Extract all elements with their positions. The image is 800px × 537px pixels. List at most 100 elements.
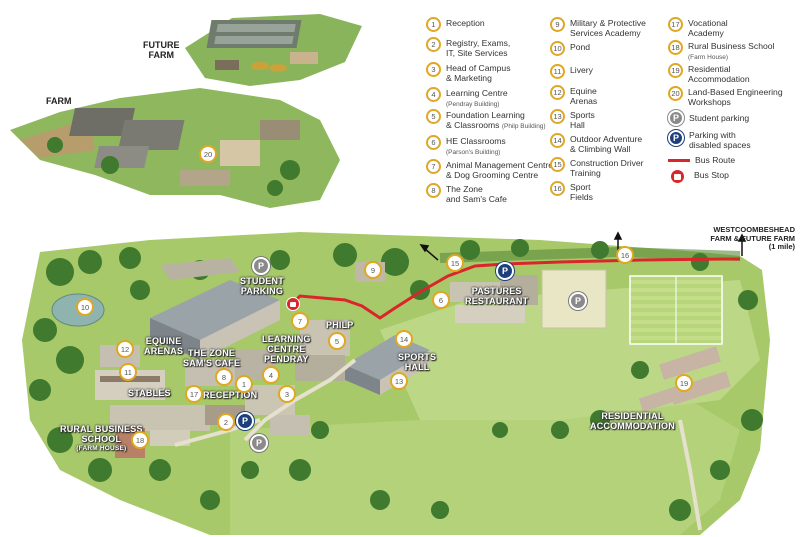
label-equine-arenas: EQUINE ARENAS bbox=[144, 336, 184, 356]
legend-item-registry: 2 Registry, Exams, IT, Site Services bbox=[426, 37, 544, 58]
legend-pin-icon: 11 bbox=[550, 64, 565, 79]
pin-2[interactable]: 2 bbox=[217, 413, 235, 431]
label-stables: STABLES bbox=[128, 388, 171, 398]
legend-item-foundation: 5 Foundation Learning & Classrooms (Phil… bbox=[426, 109, 556, 132]
student-parking-pin[interactable]: P bbox=[252, 257, 270, 275]
legend-pin-icon: 13 bbox=[550, 109, 565, 124]
legend-label: Registry, Exams, IT, Site Services bbox=[446, 38, 511, 58]
label-student-parking: STUDENT PARKING bbox=[240, 276, 284, 296]
legend-label: Foundation Learning & Classrooms bbox=[446, 110, 525, 130]
parking-icon: P bbox=[668, 110, 684, 126]
legend-pin-icon: 15 bbox=[550, 157, 565, 172]
legend-item-livery: 11 Livery bbox=[550, 64, 668, 79]
student-parking-pin[interactable]: P bbox=[569, 292, 587, 310]
legend-item-bus-stop: Bus Stop bbox=[668, 170, 786, 183]
label-philp: PHILP bbox=[326, 320, 354, 330]
label-sports-hall: SPORTS HALL bbox=[398, 352, 437, 372]
legend-pin-icon: 12 bbox=[550, 85, 565, 100]
legend-item-construction-driver: 15 Construction Driver Training bbox=[550, 157, 668, 178]
legend-pin-icon: 16 bbox=[550, 181, 565, 196]
legend-label: Vocational Academy bbox=[688, 18, 728, 38]
legend-item-animal-management: 7 Animal Management Centre & Dog Groomin… bbox=[426, 159, 556, 180]
pin-15[interactable]: 15 bbox=[446, 254, 464, 272]
legend-pin-icon: 5 bbox=[426, 109, 441, 124]
label-the-zone: THE ZONE SAM'S CAFE bbox=[183, 348, 241, 368]
legend-pin-icon: 1 bbox=[426, 17, 441, 32]
legend-sublabel: (Philp Building) bbox=[501, 123, 546, 130]
pin-14[interactable]: 14 bbox=[395, 330, 413, 348]
pin-7[interactable]: 7 bbox=[291, 312, 309, 330]
legend-item-vocational: 17 Vocational Academy bbox=[668, 17, 786, 38]
pin-12[interactable]: 12 bbox=[116, 340, 134, 358]
legend-pin-icon: 9 bbox=[550, 17, 565, 32]
legend-item-military: 9 Military & Protective Services Academy bbox=[550, 17, 668, 38]
legend-sublabel: (Farm House) bbox=[688, 54, 729, 61]
bus-stop-icon bbox=[671, 170, 684, 183]
label-rural-business-text: RURAL BUSINESS SCHOOL bbox=[60, 424, 143, 444]
legend-label: Equine Arenas bbox=[570, 86, 598, 106]
legend-label: Livery bbox=[570, 65, 593, 75]
legend-pin-icon: 3 bbox=[426, 62, 441, 77]
legend-label: Bus Route bbox=[695, 155, 736, 165]
pin-10[interactable]: 10 bbox=[76, 298, 94, 316]
legend-label: Land-Based Engineering Workshops bbox=[688, 87, 783, 107]
legend-sublabel: (Parson's Building) bbox=[446, 149, 501, 156]
pin-9[interactable]: 9 bbox=[364, 261, 382, 279]
label-rural-business-sub: (FARM HOUSE) bbox=[76, 445, 127, 452]
legend-label: Parking with disabled spaces bbox=[689, 130, 751, 150]
legend-item-bus-route: Bus Route bbox=[668, 155, 786, 165]
bus-stop-pin[interactable] bbox=[286, 297, 300, 311]
legend-item-residential: 19 Residential Accommodation bbox=[668, 63, 786, 84]
label-reception: RECEPTION bbox=[203, 390, 258, 400]
legend-item-he-classrooms: 6 HE Classrooms (Parson's Building) bbox=[426, 135, 544, 158]
pin-16[interactable]: 16 bbox=[616, 246, 634, 264]
legend-label: Learning Centre bbox=[446, 88, 508, 98]
label-rural-business-school: RURAL BUSINESS SCHOOL (FARM HOUSE) bbox=[60, 414, 143, 464]
farm-label: FARM bbox=[46, 96, 72, 106]
legend-label: The Zone and Sam's Cafe bbox=[446, 184, 507, 204]
farm-island bbox=[10, 88, 340, 208]
disabled-parking-pin[interactable]: P bbox=[236, 412, 254, 430]
legend-pin-icon: 6 bbox=[426, 135, 441, 150]
pin-13[interactable]: 13 bbox=[390, 372, 408, 390]
trees bbox=[29, 239, 763, 521]
legend-label: HE Classrooms bbox=[446, 136, 506, 146]
pin-5[interactable]: 5 bbox=[328, 332, 346, 350]
legend-pin-icon: 2 bbox=[426, 37, 441, 52]
legend-item-learning-centre: 4 Learning Centre(Pendray Building) bbox=[426, 87, 544, 110]
bus-route bbox=[291, 257, 727, 320]
pin-3[interactable]: 3 bbox=[278, 385, 296, 403]
legend-pin-icon: 7 bbox=[426, 159, 441, 174]
future-farm-label: FUTURE FARM bbox=[143, 40, 180, 60]
legend-pin-icon: 10 bbox=[550, 41, 565, 56]
direction-arrows bbox=[419, 231, 747, 261]
legend-item-the-zone: 8 The Zone and Sam's Cafe bbox=[426, 183, 544, 204]
legend-label: Construction Driver Training bbox=[570, 158, 644, 178]
legend-item-sport-fields: 16 Sport Fields bbox=[550, 181, 668, 202]
pin-1[interactable]: 1 bbox=[235, 375, 253, 393]
legend-pin-icon: 8 bbox=[426, 183, 441, 198]
label-pastures: PASTURES RESTAURANT bbox=[465, 286, 529, 306]
pin-8[interactable]: 8 bbox=[215, 368, 233, 386]
legend-item-reception: 1 Reception bbox=[426, 17, 544, 32]
pin-18[interactable]: 18 bbox=[131, 431, 149, 449]
pin-4[interactable]: 4 bbox=[262, 366, 280, 384]
legend-item-disabled-parking: P Parking with disabled spaces bbox=[668, 130, 786, 150]
pin-11[interactable]: 11 bbox=[119, 363, 137, 381]
pin-17[interactable]: 17 bbox=[185, 385, 203, 403]
disabled-parking-pin[interactable]: P bbox=[496, 262, 514, 280]
map-legend: 1 Reception 2 Registry, Exams, IT, Site … bbox=[426, 14, 796, 204]
pin-19[interactable]: 19 bbox=[675, 374, 693, 392]
student-parking-pin[interactable]: P bbox=[250, 434, 268, 452]
label-destination: WESTCOOMBESHEAD FARM & FUTURE FARM (1 mi… bbox=[710, 225, 795, 251]
legend-label: Reception bbox=[446, 18, 485, 28]
legend-pin-icon: 14 bbox=[550, 133, 565, 148]
pin-6[interactable]: 6 bbox=[432, 291, 450, 309]
legend-item-head-of-campus: 3 Head of Campus & Marketing bbox=[426, 62, 544, 83]
legend-label: Animal Management Centre & Dog Grooming … bbox=[446, 160, 553, 180]
legend-item-outdoor-adventure: 14 Outdoor Adventure & Climbing Wall bbox=[550, 133, 668, 154]
label-residential: RESIDENTIAL ACCOMMODATION bbox=[590, 411, 675, 431]
legend-label: Bus Stop bbox=[694, 170, 729, 180]
pin-20[interactable]: 20 bbox=[199, 145, 217, 163]
